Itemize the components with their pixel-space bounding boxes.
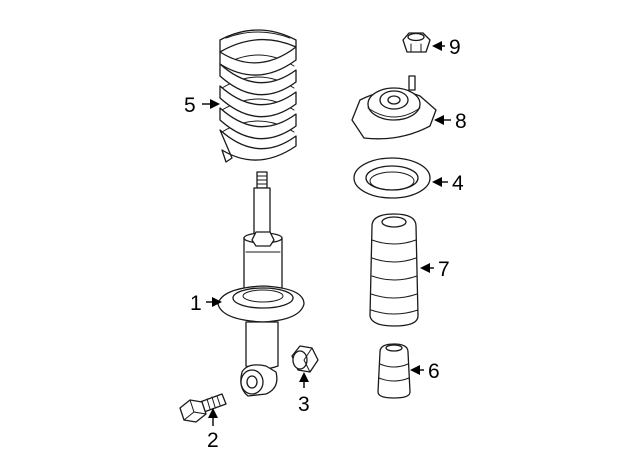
callout-1: 1 xyxy=(190,292,202,315)
strut-mount xyxy=(351,75,437,140)
bolt xyxy=(179,393,227,423)
top-nut xyxy=(402,32,431,53)
callout-9: 9 xyxy=(449,36,461,59)
callout-7: 7 xyxy=(438,258,450,281)
coil-spring xyxy=(219,29,297,163)
spring-isolator xyxy=(353,157,431,199)
callout-2: 2 xyxy=(207,429,219,452)
callout-3: 3 xyxy=(298,393,310,416)
strut-assembly xyxy=(217,171,305,397)
callout-4: 4 xyxy=(452,172,464,195)
dust-boot xyxy=(369,213,419,327)
bump-stop xyxy=(377,343,411,399)
callout-5: 5 xyxy=(184,94,196,117)
nut xyxy=(291,345,319,373)
callout-6: 6 xyxy=(428,360,440,383)
callout-8: 8 xyxy=(455,110,467,133)
